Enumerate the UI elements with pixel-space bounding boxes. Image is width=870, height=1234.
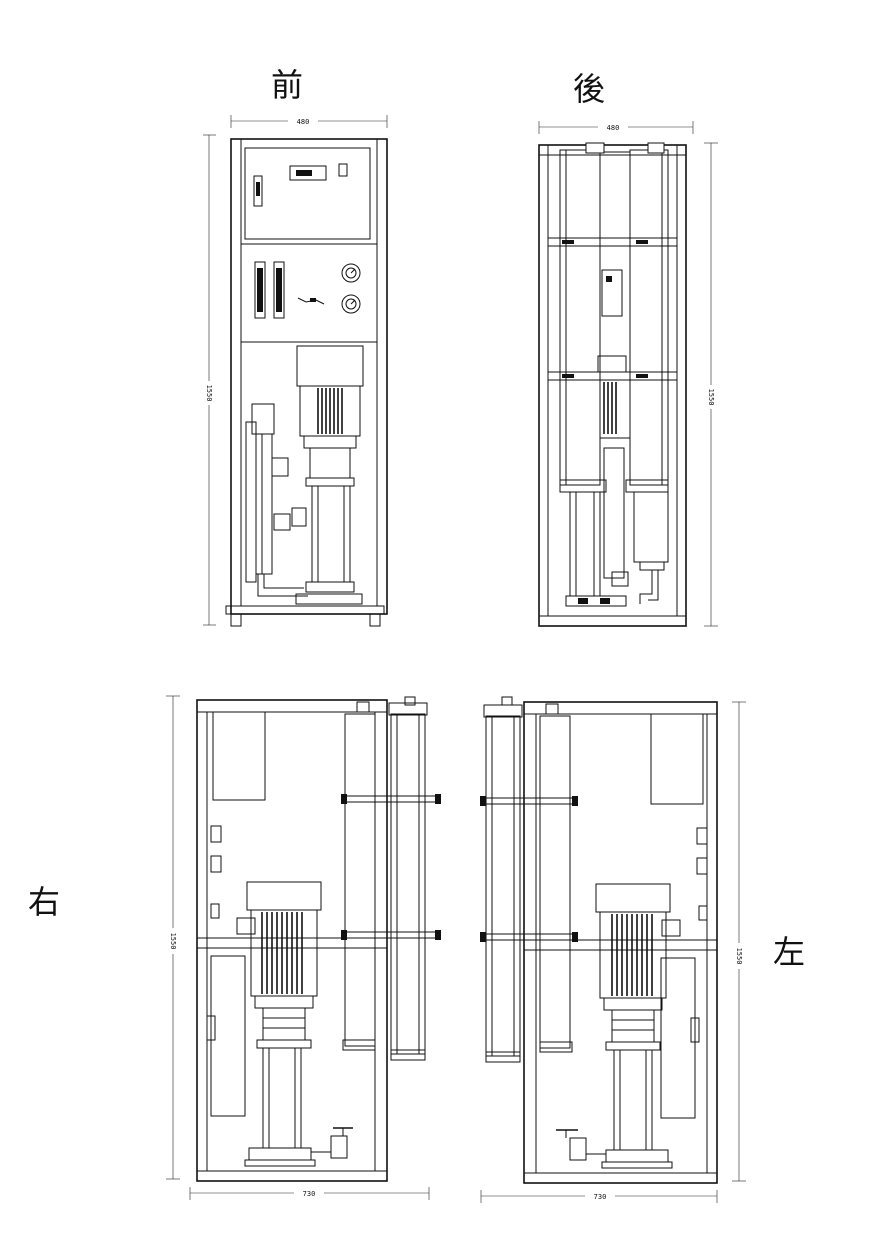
back-view: 後 480 1550 bbox=[538, 70, 718, 627]
flow-meter-1 bbox=[254, 261, 266, 319]
right-height-dimension: 1550 bbox=[166, 695, 180, 1180]
left-width-dimension: 730 bbox=[480, 1190, 718, 1203]
right-view-label: 右 bbox=[28, 883, 60, 921]
front-width-dimension: 480 bbox=[230, 115, 388, 128]
front-height-dimension: 1550 bbox=[203, 134, 216, 626]
right-height-dim: 1550 bbox=[169, 933, 177, 950]
front-frame bbox=[230, 138, 388, 615]
right-electrical-box bbox=[212, 711, 266, 801]
left-pump-motor bbox=[595, 883, 671, 913]
front-width-dim: 480 bbox=[297, 118, 310, 126]
right-width-dim: 730 bbox=[303, 1190, 316, 1198]
back-view-label: 後 bbox=[573, 70, 605, 108]
front-view: 前 480 1550 bbox=[203, 66, 388, 627]
motor-fins bbox=[317, 388, 343, 434]
front-height-dim: 1550 bbox=[205, 385, 213, 402]
right-side-filter bbox=[210, 955, 246, 1117]
front-pump-motor bbox=[296, 345, 364, 387]
back-width-dimension: 480 bbox=[538, 121, 694, 134]
left-side-filter bbox=[660, 957, 696, 1119]
panel-indicator bbox=[253, 175, 263, 207]
left-height-dimension: 1550 bbox=[732, 701, 746, 1182]
front-control-panel bbox=[244, 147, 371, 240]
back-clamp-1 bbox=[547, 237, 678, 247]
back-cartridge-filter bbox=[633, 491, 669, 563]
left-height-dim: 1550 bbox=[735, 948, 743, 965]
back-frame bbox=[538, 144, 687, 627]
back-motor-fins bbox=[603, 382, 617, 434]
right-membrane-vessels bbox=[344, 713, 426, 1055]
front-view-label: 前 bbox=[271, 66, 303, 104]
left-width-dim: 730 bbox=[594, 1193, 607, 1201]
back-width-dim: 480 bbox=[607, 124, 620, 132]
right-pump-motor bbox=[246, 881, 322, 911]
left-view: 左 1550 730 bbox=[480, 696, 805, 1203]
left-view-label: 左 bbox=[773, 933, 805, 971]
left-electrical-box bbox=[650, 713, 704, 805]
membrane-vessels bbox=[559, 149, 669, 486]
left-membrane-vessels bbox=[485, 715, 571, 1057]
right-view: 右 1550 730 bbox=[28, 695, 441, 1200]
right-width-dimension: 730 bbox=[189, 1187, 430, 1200]
panel-switch bbox=[338, 163, 348, 177]
back-height-dim: 1550 bbox=[707, 389, 715, 406]
left-motor-fins bbox=[611, 914, 653, 996]
right-motor-fins bbox=[261, 912, 303, 994]
digital-display bbox=[289, 165, 327, 181]
front-filter-housing bbox=[251, 403, 275, 435]
back-height-dimension: 1550 bbox=[704, 142, 718, 627]
left-crossbar bbox=[523, 939, 718, 951]
flow-meter-2 bbox=[273, 261, 285, 319]
